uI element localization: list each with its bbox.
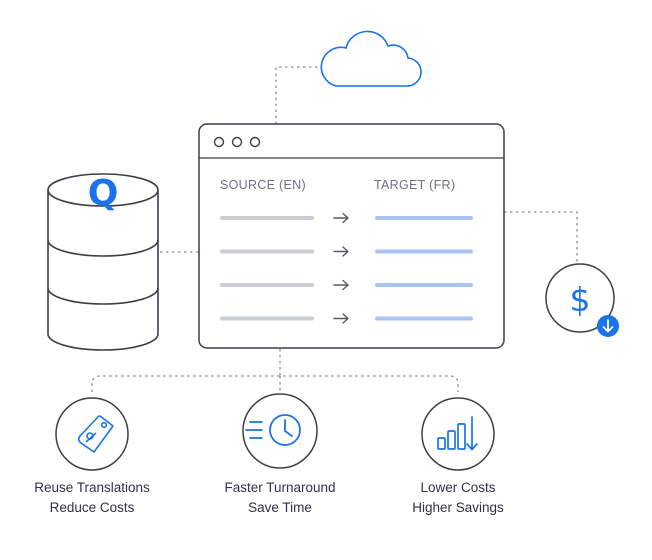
cost-badge: $: [545, 263, 619, 337]
benefit-reuse: [55, 397, 129, 471]
benefit-savings-label: Lower Costs Higher Savings: [380, 478, 536, 518]
connector-cost: [504, 211, 578, 262]
benefit-savings: [421, 397, 495, 471]
window-dot-3: [249, 136, 261, 148]
benefit-savings-subtitle: Higher Savings: [412, 500, 504, 515]
benefit-savings-title: Lower Costs: [420, 480, 496, 495]
connector-branch: [91, 375, 459, 392]
benefit-reuse-label: Reuse Translations Reduce Costs: [14, 478, 170, 518]
benefit-reuse-subtitle: Reduce Costs: [49, 500, 135, 515]
arrow-right-icon: [333, 313, 349, 324]
dollar-icon: $: [570, 280, 591, 319]
arrow-right-icon: [333, 279, 349, 291]
translation-window: [198, 123, 505, 349]
benefit-reuse-title: Reuse Translations: [34, 480, 150, 495]
clock-icon: [245, 414, 301, 446]
window-dot-2: [231, 136, 243, 148]
arrow-right-icon: [333, 212, 349, 224]
database-icon: [47, 173, 159, 351]
benefit-time-label: Faster Turnaround Save Time: [202, 478, 358, 518]
cloud-icon: [320, 30, 422, 87]
benefit-time-title: Faster Turnaround: [224, 480, 336, 495]
arrow-right-icon: [333, 246, 349, 257]
chart-down-icon: [437, 416, 478, 451]
price-tag-icon: [77, 415, 114, 453]
connector-cloud: [275, 66, 322, 124]
source-header: SOURCE (EN): [220, 178, 306, 192]
segment-rows: [220, 212, 473, 324]
benefit-time-subtitle: Save Time: [248, 500, 312, 515]
benefit-time: [242, 393, 318, 469]
target-header: TARGET (FR): [374, 178, 456, 192]
connectors: [91, 66, 578, 394]
database-logo: Q: [88, 173, 119, 214]
window-dot-1: [213, 136, 225, 148]
